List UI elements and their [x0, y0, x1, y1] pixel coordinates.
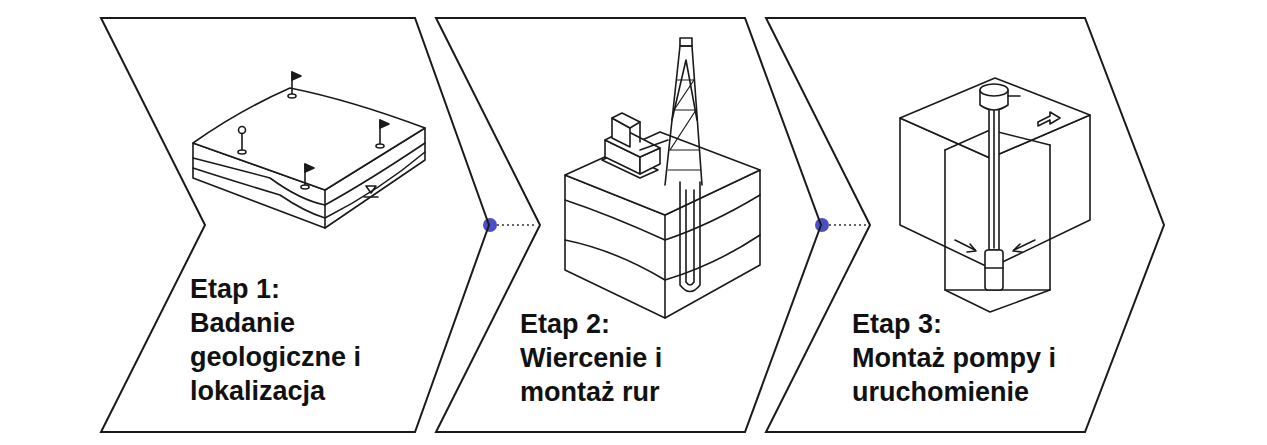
stage-title: Wiercenie i montaż rur	[520, 341, 735, 409]
stage-chevron: Etap 3:Montaż pompy i uruchomienie	[765, 17, 1165, 433]
stage-title: Badanie geologiczne i lokalizacja	[190, 306, 422, 408]
connector-line	[829, 224, 867, 226]
stage-chevron: Etap 2:Wiercenie i montaż rur	[435, 17, 822, 433]
pump-illustration	[900, 78, 1090, 312]
stage-text: Etap 2:Wiercenie i montaż rur	[520, 307, 735, 409]
chevron-shape	[766, 18, 1164, 432]
chevron-shape	[101, 18, 489, 432]
stage-text: Etap 1:Badanie geologiczne i lokalizacja	[190, 272, 422, 408]
dotted-connector	[483, 218, 537, 232]
drilling-illustration	[565, 38, 760, 318]
stage-text: Etap 3:Montaż pompy i uruchomienie	[852, 307, 1082, 409]
stage-chevron: Etap 1:Badanie geologiczne i lokalizacja	[100, 17, 490, 433]
stage-number: Etap 3:	[852, 307, 1082, 341]
stage-title: Montaż pompy i uruchomienie	[852, 341, 1082, 409]
dotted-connector	[815, 218, 867, 232]
chevron-shape	[436, 18, 821, 432]
terrain-illustration	[193, 72, 425, 228]
stage-number: Etap 2:	[520, 307, 735, 341]
connector-line	[497, 224, 537, 226]
stage-number: Etap 1:	[190, 272, 422, 306]
